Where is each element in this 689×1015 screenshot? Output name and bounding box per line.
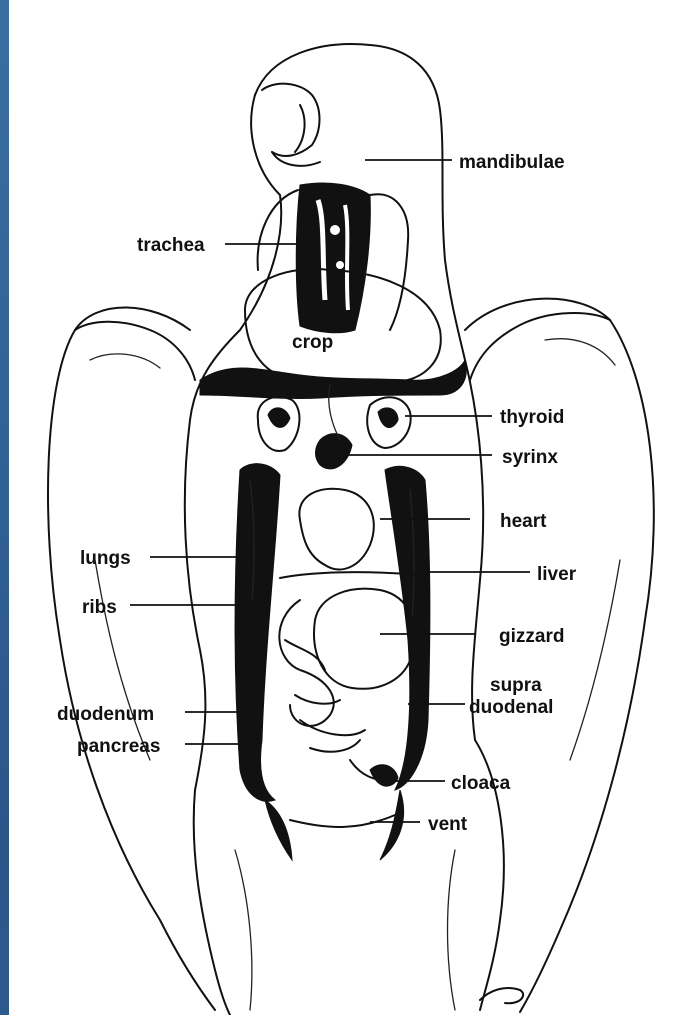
- label-ribs: ribs: [82, 597, 117, 618]
- label-crop: crop: [292, 332, 333, 353]
- label-duodenum: duodenum: [57, 704, 154, 725]
- label-duodenal: duodenal: [469, 697, 553, 718]
- label-pancreas: pancreas: [77, 736, 160, 757]
- organs: [200, 183, 466, 801]
- label-syrinx: syrinx: [502, 447, 558, 468]
- label-vent: vent: [428, 814, 468, 835]
- label-thyroid: thyroid: [500, 407, 564, 428]
- label-heart: heart: [500, 511, 547, 532]
- label-cloaca: cloaca: [451, 773, 511, 794]
- label-liver: liver: [537, 564, 577, 585]
- label-supra: supra: [490, 675, 542, 696]
- label-trachea: trachea: [137, 235, 205, 256]
- label-lungs: lungs: [80, 548, 131, 569]
- label-gizzard: gizzard: [499, 626, 564, 647]
- label-mandibulae: mandibulae: [459, 152, 565, 173]
